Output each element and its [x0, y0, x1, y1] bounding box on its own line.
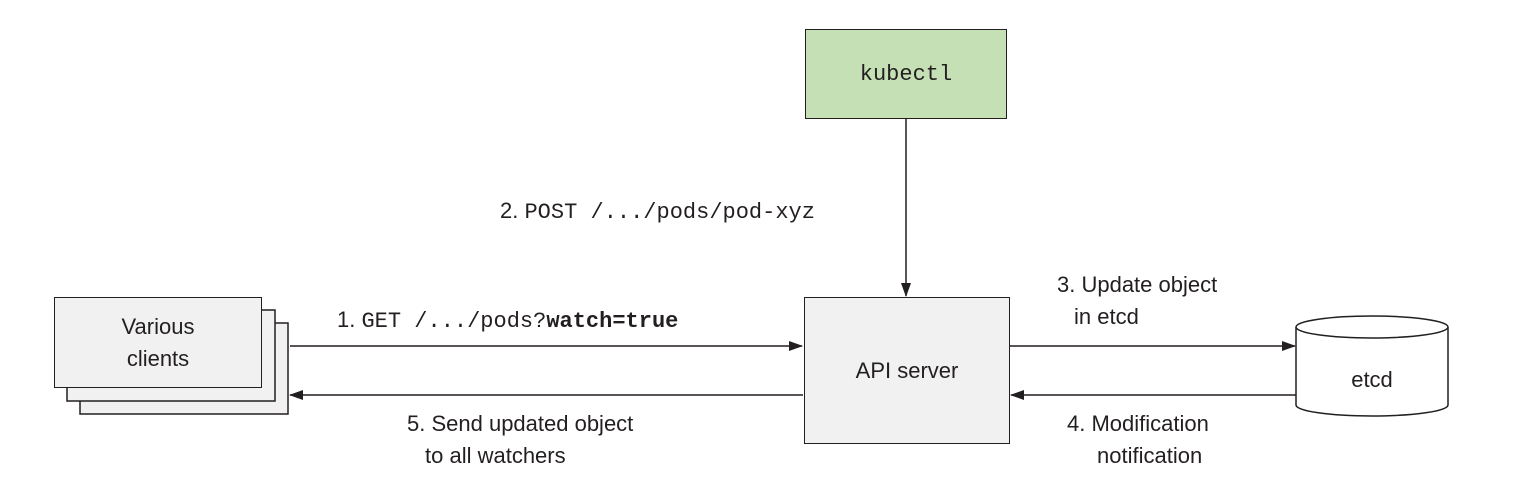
get-watch-method: GET /.../pods?	[361, 309, 547, 334]
etcd-label: etcd	[1351, 367, 1393, 392]
get-watch-step: 1.	[337, 307, 356, 332]
api-server-label: API server	[855, 357, 959, 383]
send-updated-line1: 5. Send updated object	[407, 411, 634, 436]
modification-line1: 4. Modification	[1067, 411, 1209, 436]
send-updated-label: 5. Send updated object to all watchers	[407, 408, 633, 472]
get-watch-param: watch=true	[546, 309, 679, 334]
api-server-box: API server	[804, 297, 1010, 444]
etcd-cylinder	[1295, 315, 1449, 417]
kubectl-box: kubectl	[805, 29, 1007, 119]
post-pod-label: 2. POST /.../pods/pod-xyz	[500, 195, 815, 229]
clients-label-line2: clients	[126, 345, 190, 371]
modification-label: 4. Modification notification	[1067, 408, 1209, 472]
update-object-line1: 3. Update object	[1057, 272, 1218, 297]
modification-line2: notification	[1097, 443, 1203, 468]
update-object-label: 3. Update object in etcd	[1057, 269, 1217, 333]
post-pod-step: 2.	[500, 198, 519, 223]
clients-box: Various clients	[54, 297, 262, 388]
clients-label-line1: Various	[121, 313, 195, 339]
post-pod-command: POST /.../pods/pod-xyz	[524, 200, 815, 225]
update-object-line2: in etcd	[1074, 304, 1139, 329]
get-watch-label: 1. GET /.../pods?watch=true	[337, 304, 678, 338]
send-updated-line2: to all watchers	[425, 443, 566, 468]
kubectl-label: kubectl	[859, 61, 953, 87]
